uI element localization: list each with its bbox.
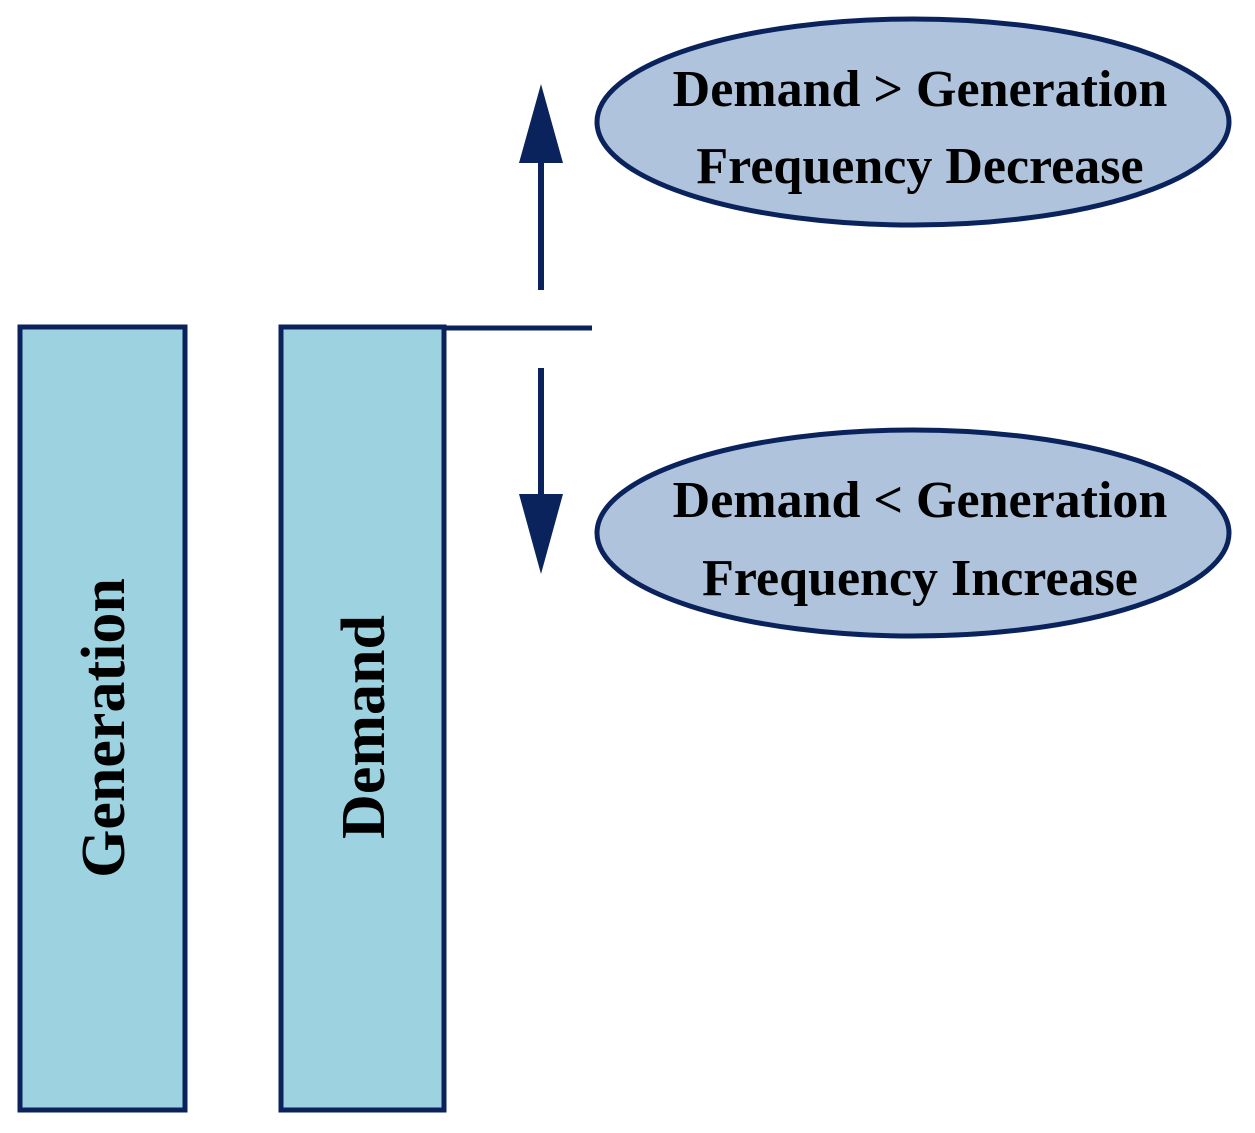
- demand-bar: Demand: [278, 324, 447, 1113]
- down-arrow: [519, 368, 563, 574]
- generation-bar: Generation: [17, 324, 188, 1113]
- generation-bar-rect: [17, 324, 188, 1113]
- generation-exceeds-demand-ellipse: Demand < Generation Frequency Increase: [594, 427, 1232, 639]
- frequency-decrease-text: Frequency Decrease: [696, 138, 1143, 195]
- frequency-increase-text: Frequency Increase: [702, 550, 1138, 607]
- demand-exceeds-generation-ellipse: Demand > Generation Frequency Decrease: [594, 16, 1232, 228]
- up-arrow: [519, 84, 563, 290]
- demand-bar-rect: [278, 324, 447, 1113]
- generation-exceeds-demand-text: Demand < Generation: [673, 472, 1168, 529]
- demand-bar-label: Demand: [330, 615, 398, 839]
- generation-bar-label: Generation: [70, 578, 138, 878]
- demand-exceeds-generation-text: Demand > Generation: [673, 61, 1168, 118]
